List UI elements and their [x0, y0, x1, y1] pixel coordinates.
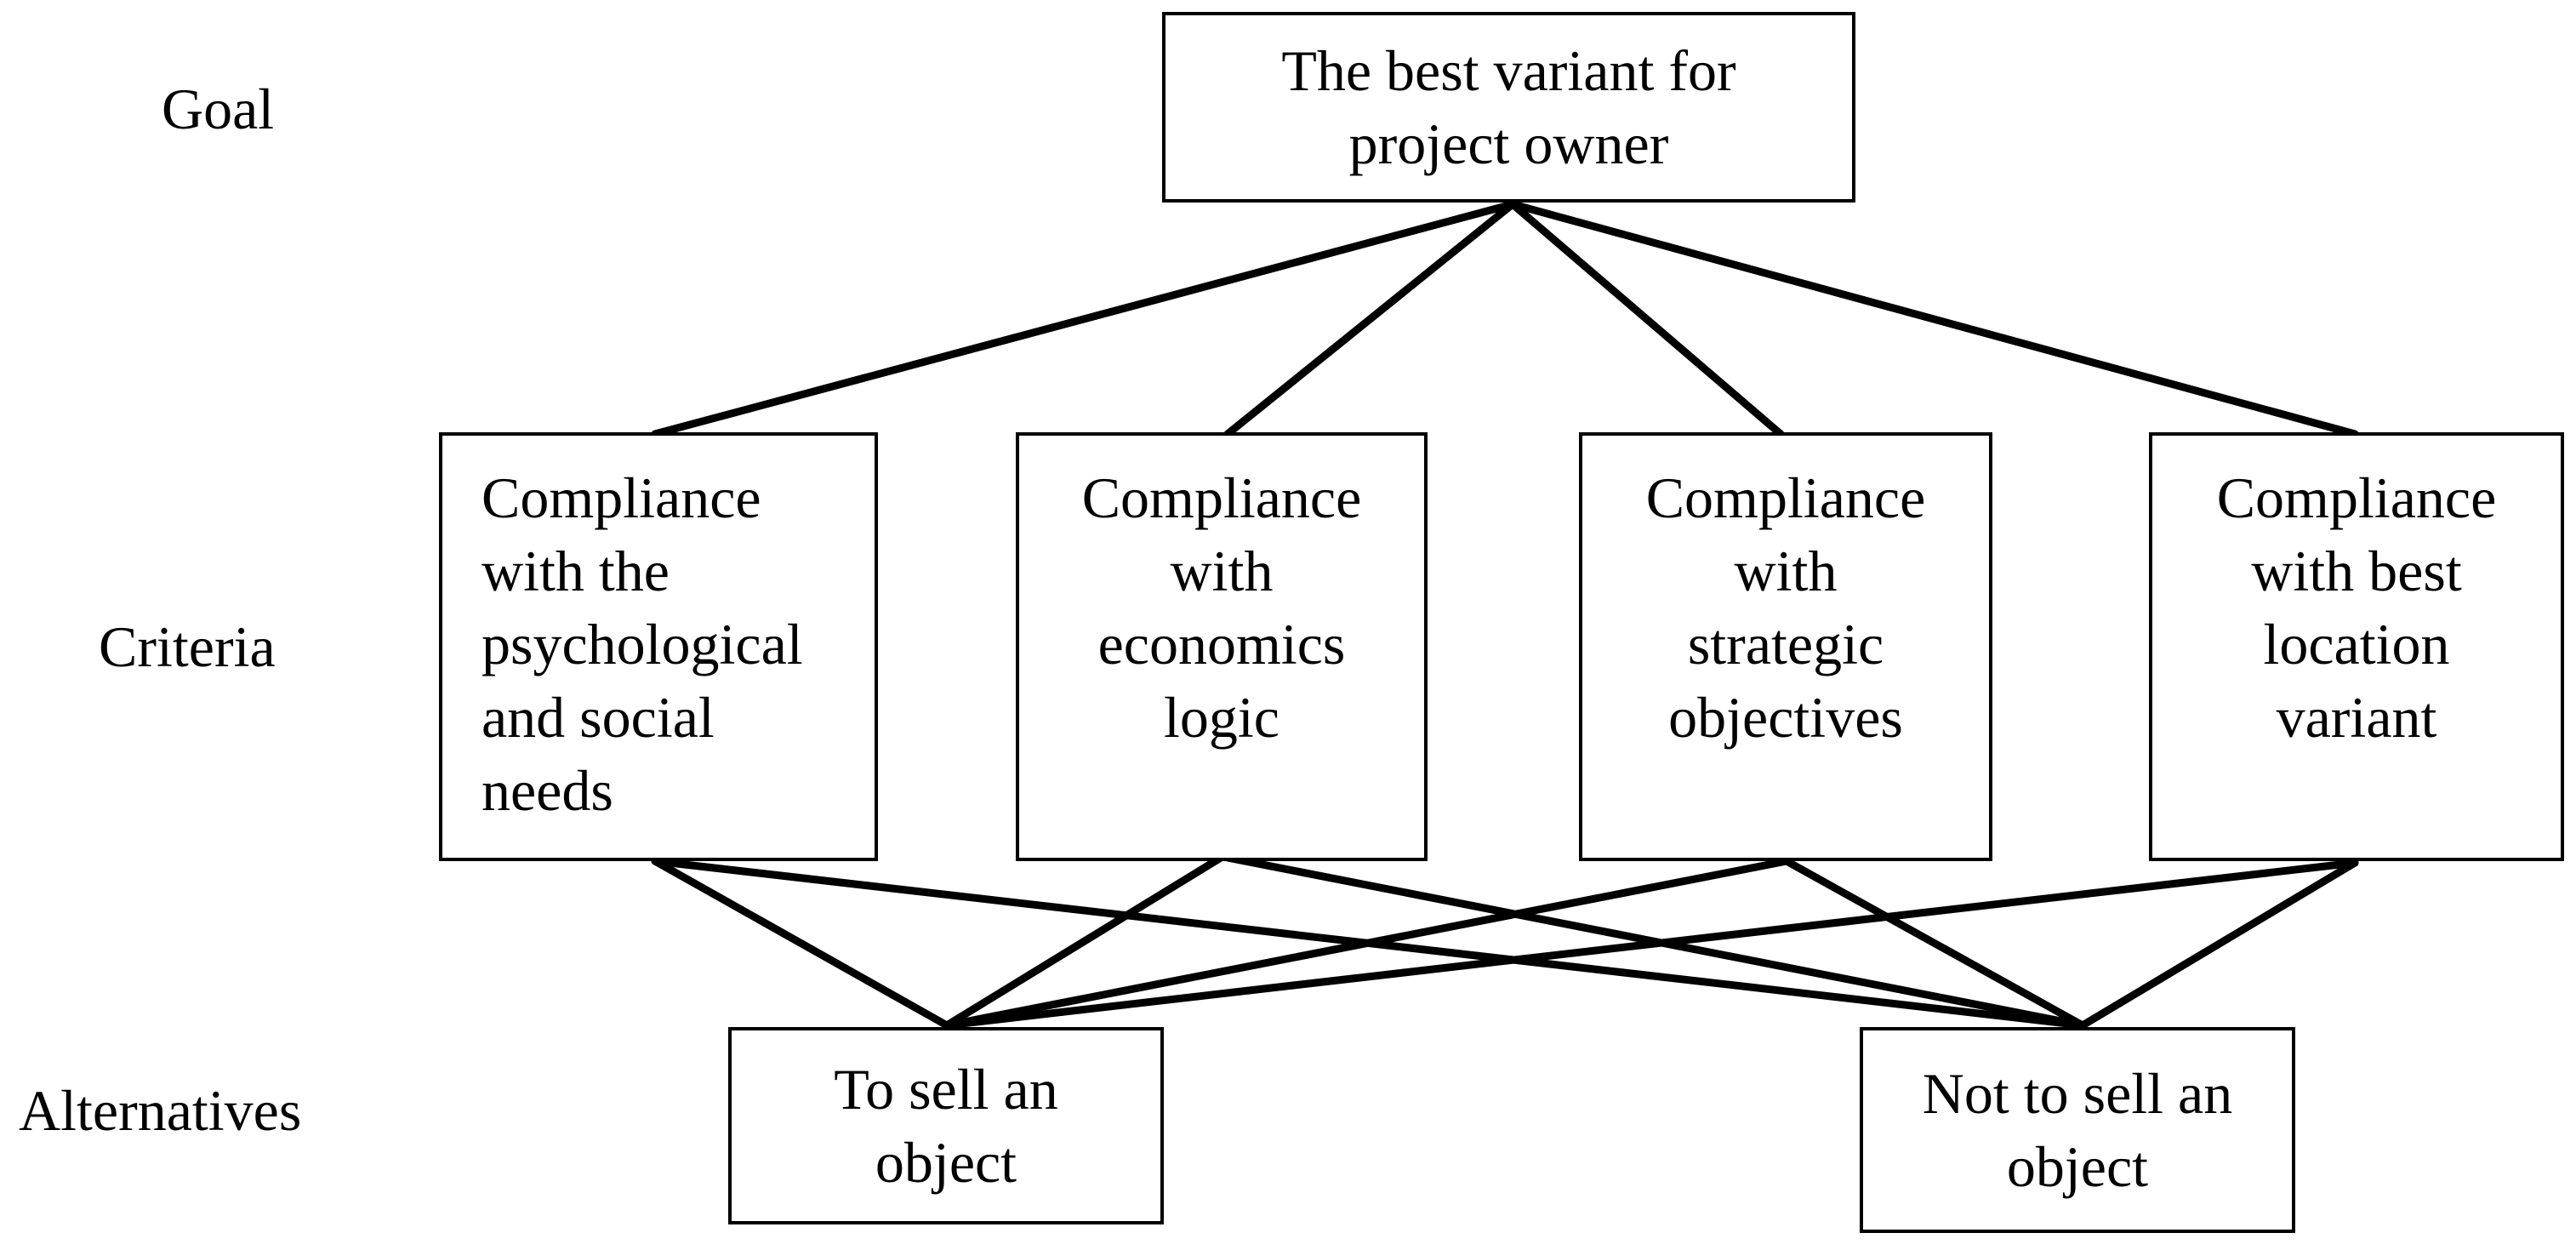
- criterion-text: Compliance with the psychological and so…: [482, 465, 803, 823]
- edge-goal-criterion-4: [1508, 200, 2359, 438]
- goal-text: The best variant for project owner: [1281, 38, 1736, 176]
- criterion-node-psychological-social: Compliance with the psychological and so…: [439, 432, 878, 861]
- criterion-node-economics: Compliance with economics logic: [1016, 432, 1428, 861]
- edge-criterion-3-alternative-2: [1782, 857, 2087, 1030]
- alternative-text: To sell an object: [834, 1057, 1058, 1195]
- edge-goal-criterion-3: [1508, 200, 1785, 438]
- alternative-node-sell: To sell an object: [728, 1027, 1164, 1224]
- criterion-node-strategic: Compliance with strategic objectives: [1579, 432, 1992, 861]
- goal-node: The best variant for project owner: [1162, 12, 1855, 203]
- edge-criterion-2-alternative-1: [943, 853, 1225, 1030]
- level-label-goal: Goal: [162, 77, 275, 141]
- level-label-criteria: Criteria: [99, 614, 276, 679]
- alternative-text: Not to sell an object: [1922, 1061, 2233, 1199]
- criterion-text: Compliance with economics logic: [1081, 465, 1362, 750]
- criterion-node-location: Compliance with best location variant: [2149, 432, 2564, 861]
- edge-goal-criterion-1: [651, 200, 1517, 438]
- alternative-node-not-sell: Not to sell an object: [1860, 1027, 2295, 1233]
- level-label-alternatives: Alternatives: [19, 1078, 302, 1143]
- criterion-text: Compliance with strategic objectives: [1645, 465, 1926, 750]
- edge-goal-criterion-2: [1223, 200, 1517, 438]
- edge-criterion-4-alternative-2: [2078, 859, 2359, 1030]
- edge-criterion-1-alternative-1: [651, 857, 951, 1030]
- edge-criterion-2-alternative-2: [1223, 853, 2087, 1030]
- edge-criterion-1-alternative-2: [651, 857, 2087, 1030]
- criterion-text: Compliance with best location variant: [2216, 465, 2497, 750]
